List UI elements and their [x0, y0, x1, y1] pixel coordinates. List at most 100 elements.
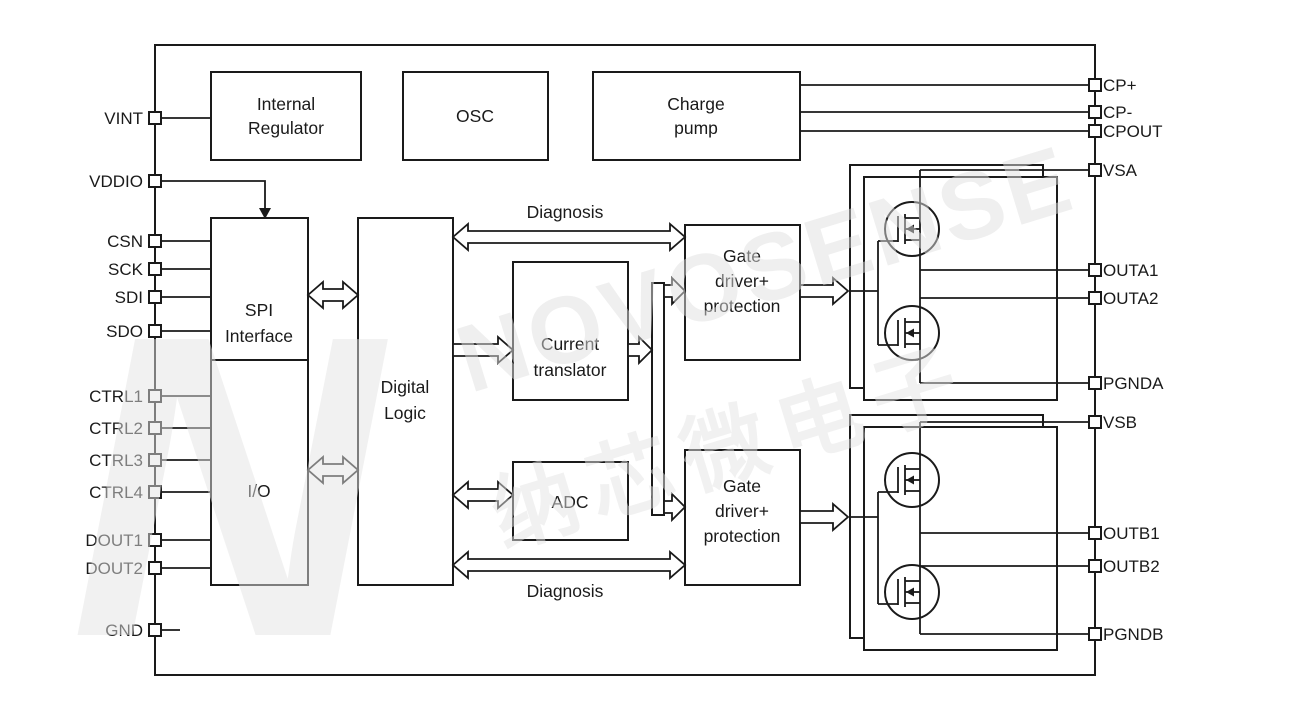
gate-driver-a-label-1: Gate	[723, 246, 761, 266]
osc-label: OSC	[456, 106, 494, 126]
digital-logic-label-2: Logic	[384, 403, 426, 423]
pin-label-csn: CSN	[107, 232, 143, 251]
pin-cpout	[1088, 124, 1102, 138]
arrow-gate-driver-a-out	[799, 276, 850, 306]
arrow-rail-gate-driver-b	[663, 491, 687, 523]
arrow-diagnosis-top	[451, 222, 687, 252]
pin-outb2	[1088, 559, 1102, 573]
pin-label-ctrl1: CTRL1	[89, 387, 143, 406]
arrow-spi-digital	[306, 280, 360, 310]
arrow-rail-gate-driver-a	[663, 275, 687, 307]
internal-regulator-label-2: Regulator	[248, 118, 324, 138]
diagnosis-top-label: Diagnosis	[527, 202, 604, 222]
pin-sdo	[148, 324, 162, 338]
pin-sdi	[148, 290, 162, 304]
mosfet-a-high-arrowhead	[906, 224, 914, 234]
block-io	[210, 359, 309, 586]
internal-regulator-label-1: Internal	[257, 94, 315, 114]
pin-label-vsb: VSB	[1103, 413, 1137, 432]
adc-label: ADC	[552, 492, 589, 512]
pin-dout1	[148, 533, 162, 547]
pin-vint	[148, 111, 162, 125]
pin-label-dout2: DOUT2	[85, 559, 143, 578]
pin-label-pgndb: PGNDB	[1103, 625, 1163, 644]
wires	[161, 84, 1089, 635]
arrow-diagnosis-bottom	[451, 550, 687, 580]
pin-ctrl2	[148, 421, 162, 435]
pin-outa2	[1088, 291, 1102, 305]
spi-label-2: Interface	[225, 326, 293, 346]
pin-sck	[148, 262, 162, 276]
pin-label-pgnda: PGNDA	[1103, 374, 1164, 393]
gate-driver-b-label-2: driver+	[715, 501, 769, 521]
pin-label-outb2: OUTB2	[1103, 557, 1160, 576]
pin-ctrl3	[148, 453, 162, 467]
mosfet-a-low-icon	[878, 305, 940, 361]
pin-label-dout1: DOUT1	[85, 531, 143, 550]
block-osc	[402, 71, 549, 161]
pin-outb1	[1088, 526, 1102, 540]
mosfet-b-high-icon	[878, 452, 940, 508]
pin-label-ctrl3: CTRL3	[89, 451, 143, 470]
mosfet-a-low-arrowhead	[906, 328, 914, 338]
arrow-digital-current-translator	[452, 335, 515, 365]
pin-vddio	[148, 174, 162, 188]
pin-label-cpout: CPOUT	[1103, 122, 1163, 141]
digital-logic-label-1: Digital	[381, 377, 430, 397]
pin-label-ctrl4: CTRL4	[89, 483, 143, 502]
gate-driver-a-label-3: protection	[704, 296, 781, 316]
pin-pgnda	[1088, 376, 1102, 390]
block-internal-regulator	[210, 71, 362, 161]
current-translator-rail	[651, 282, 665, 516]
charge-pump-label-2: pump	[674, 118, 718, 138]
diagnosis-bottom-label: Diagnosis	[527, 581, 604, 601]
pin-cp-minus	[1088, 105, 1102, 119]
pin-label-vddio: VDDIO	[89, 172, 143, 191]
pin-label-vsa: VSA	[1103, 161, 1138, 180]
mosfet-b-high-arrowhead	[906, 475, 914, 485]
arrow-digital-adc	[451, 480, 515, 510]
pin-label-sck: SCK	[108, 260, 144, 279]
charge-pump-label-1: Charge	[667, 94, 724, 114]
pin-label-cp-minus: CP-	[1103, 103, 1132, 122]
current-translator-label-1: Current	[541, 334, 599, 354]
block-charge-pump	[592, 71, 801, 161]
function-blocks	[210, 71, 1058, 651]
wire-vddio	[161, 180, 266, 210]
mosfet-symbols	[878, 201, 940, 620]
arrow-current-translator-rail	[627, 334, 654, 366]
current-translator-label-2: translator	[534, 360, 607, 380]
pin-label-gnd: GND	[105, 621, 143, 640]
pin-dout2	[148, 561, 162, 575]
pin-label-cp-plus: CP+	[1103, 76, 1137, 95]
block-gate-driver-a	[684, 224, 801, 361]
arrow-io-digital	[306, 455, 360, 485]
gate-driver-b-label-1: Gate	[723, 476, 761, 496]
gate-driver-b-label-3: protection	[704, 526, 781, 546]
mosfet-b-low-icon	[878, 564, 940, 620]
pin-label-outa2: OUTA2	[1103, 289, 1158, 308]
mosfet-b-low-arrowhead	[906, 587, 914, 597]
pin-ctrl4	[148, 485, 162, 499]
pin-label-vint: VINT	[104, 109, 143, 128]
block-labels: Internal Regulator OSC Charge pump SPI I…	[225, 94, 780, 601]
pin-label-ctrl2: CTRL2	[89, 419, 143, 438]
io-label: I/O	[247, 481, 270, 501]
block-current-translator	[512, 261, 629, 401]
arrow-gate-driver-b-out	[799, 502, 850, 532]
pin-gnd	[148, 623, 162, 637]
pin-cp-plus	[1088, 78, 1102, 92]
pin-label-outa1: OUTA1	[1103, 261, 1158, 280]
spi-label-1: SPI	[245, 300, 273, 320]
pin-csn	[148, 234, 162, 248]
pin-pgndb	[1088, 627, 1102, 641]
vddio-arrowhead-icon	[259, 208, 271, 219]
pin-ctrl1	[148, 389, 162, 403]
pin-outa1	[1088, 263, 1102, 277]
pin-label-outb1: OUTB1	[1103, 524, 1160, 543]
pin-label-sdi: SDI	[115, 288, 143, 307]
pins: VINT VDDIO CSN SCK SDI SDO CTRL1CTRL2CTRL3CTRL…	[85, 76, 1164, 644]
pin-vsa	[1088, 163, 1102, 177]
pin-label-sdo: SDO	[106, 322, 143, 341]
